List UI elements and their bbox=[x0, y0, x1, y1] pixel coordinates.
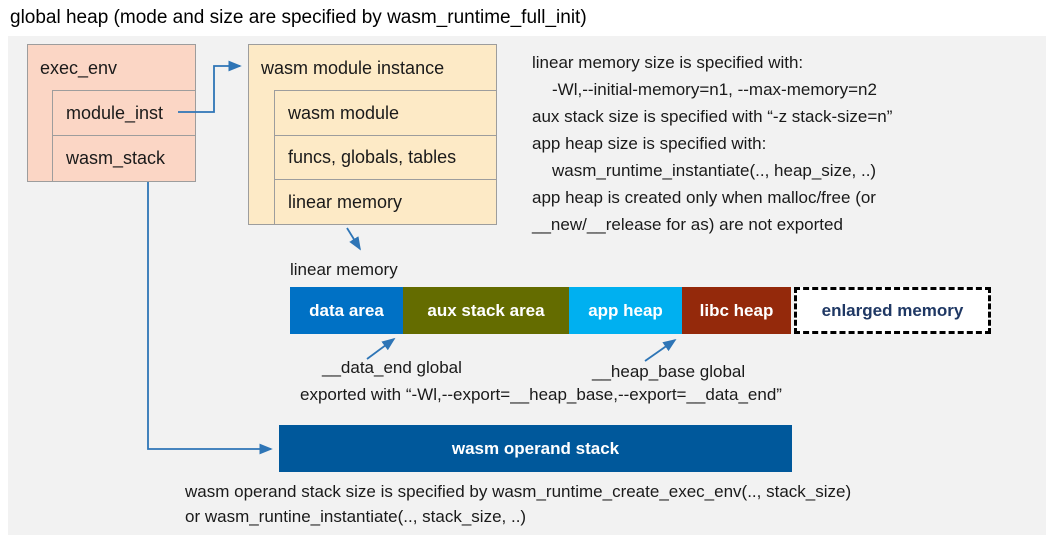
note-line: __new/__release for as) are not exported bbox=[532, 215, 843, 234]
note-line: or wasm_runtine_instantiate(.., stack_si… bbox=[185, 507, 527, 526]
module-instance-title: wasm module instance bbox=[261, 58, 445, 78]
linear-memory-caption: linear memory bbox=[290, 260, 398, 279]
segment-aux-stack-area: aux stack area bbox=[403, 287, 569, 334]
segment-data-area: data area bbox=[290, 287, 403, 334]
note-line: wasm_runtime_instantiate(.., heap_size, … bbox=[552, 161, 877, 180]
segment-enlarged-memory: enlarged memory bbox=[794, 287, 991, 334]
operand-stack-notes: wasm operand stack size is specified by … bbox=[185, 479, 851, 529]
diagram-title: global heap (mode and size are specified… bbox=[10, 7, 587, 28]
exec-env-row-wasm-stack: wasm_stack bbox=[52, 135, 196, 182]
note-line: -Wl,--initial-memory=n1, --max-memory=n2 bbox=[552, 80, 877, 99]
segment-app-heap: app heap bbox=[569, 287, 682, 334]
note-line: linear memory size is specified with: bbox=[532, 53, 804, 72]
exec-env-title: exec_env bbox=[40, 58, 118, 78]
module-instance-row-funcs-globals-tables: funcs, globals, tables bbox=[274, 135, 497, 180]
wasm-operand-stack-bar: wasm operand stack bbox=[279, 425, 792, 472]
size-notes: linear memory size is specified with: -W… bbox=[532, 49, 892, 238]
export-note: exported with “-Wl,--export=__heap_base,… bbox=[300, 385, 782, 404]
note-line: aux stack size is specified with “-z sta… bbox=[532, 107, 893, 126]
heap-base-global-label: __heap_base global bbox=[592, 362, 746, 381]
note-line: app heap size is specified with: bbox=[532, 134, 767, 153]
module-instance-row-linear-memory: linear memory bbox=[274, 179, 497, 225]
note-line: app heap is created only when malloc/fre… bbox=[532, 188, 876, 207]
data-end-global-label: __data_end global bbox=[322, 358, 462, 377]
module-instance-row-wasm-module: wasm module bbox=[274, 90, 497, 136]
segment-libc-heap: libc heap bbox=[682, 287, 791, 334]
exec-env-row-module-inst: module_inst bbox=[52, 90, 196, 136]
note-line: wasm operand stack size is specified by … bbox=[185, 482, 852, 501]
